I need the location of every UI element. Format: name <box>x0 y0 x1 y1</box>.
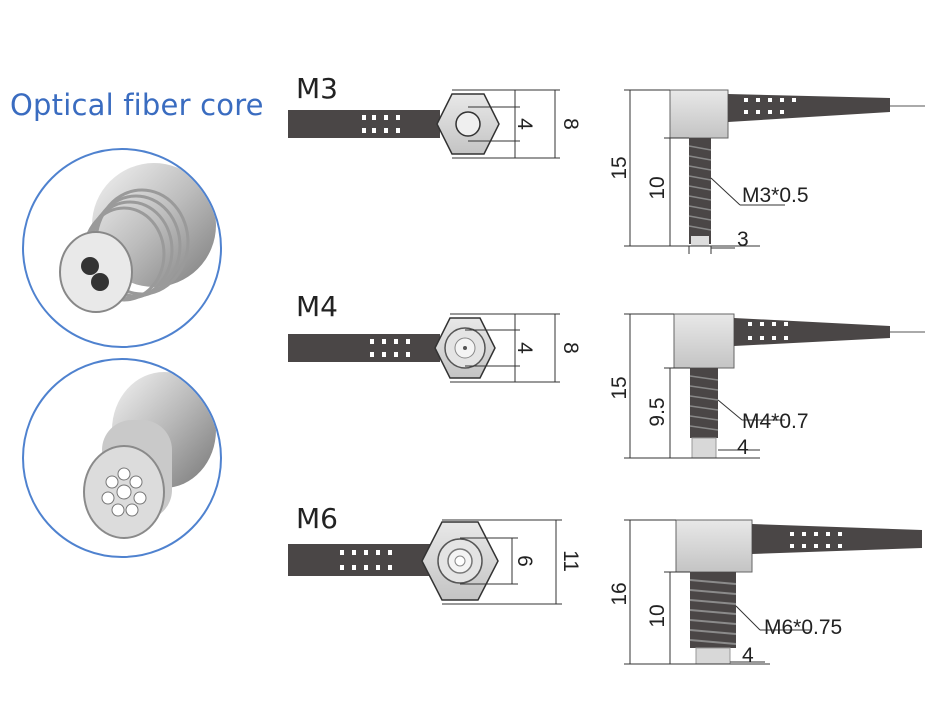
m3-front-dim-outer: 8 <box>559 118 582 130</box>
m6-front-dim-outer: 11 <box>559 550 582 572</box>
m3-tip-dim: 3 <box>737 228 749 251</box>
m3-side-dim-thread-length: 10 <box>646 176 669 199</box>
model-label-m6: M6 <box>296 502 338 535</box>
m6-thread-spec: M6*0.75 <box>764 616 842 639</box>
fiber-core-photo-single <box>22 148 222 348</box>
m4-tip-dim: 4 <box>737 436 749 459</box>
m4-front-dim-inner: 4 <box>513 342 536 354</box>
model-label-m3: M3 <box>296 72 338 105</box>
m6-side-dim-total: 16 <box>608 582 631 605</box>
m3-side-dim-total: 15 <box>608 156 631 179</box>
m6-front-view: 6 11 <box>288 519 582 605</box>
m4-front-dim-outer: 8 <box>559 342 582 354</box>
m4-front-view: 4 8 <box>288 313 582 383</box>
fiber-core-photo-bundle <box>22 358 222 558</box>
m4-side-view: 15 9.5 M4*0.7 4 <box>608 313 925 459</box>
m6-tip-dim: 4 <box>742 644 754 667</box>
m4-side-dim-thread-length: 9.5 <box>646 397 669 426</box>
page-title: Optical fiber core <box>10 88 264 122</box>
model-label-m4: M4 <box>296 290 338 323</box>
m6-side-dim-thread-length: 10 <box>646 604 669 627</box>
m3-thread-spec: M3*0.5 <box>742 184 809 207</box>
m4-thread-spec: M4*0.7 <box>742 410 809 433</box>
m6-front-dim-inner: 6 <box>513 555 536 567</box>
m6-side-view: 16 10 M6*0.75 4 <box>608 519 922 667</box>
m4-side-dim-total: 15 <box>608 376 631 399</box>
m3-front-dim-inner: 4 <box>513 118 536 130</box>
m3-side-view: 15 10 M3*0.5 3 <box>608 89 925 254</box>
m3-front-view: 4 8 <box>288 89 582 159</box>
